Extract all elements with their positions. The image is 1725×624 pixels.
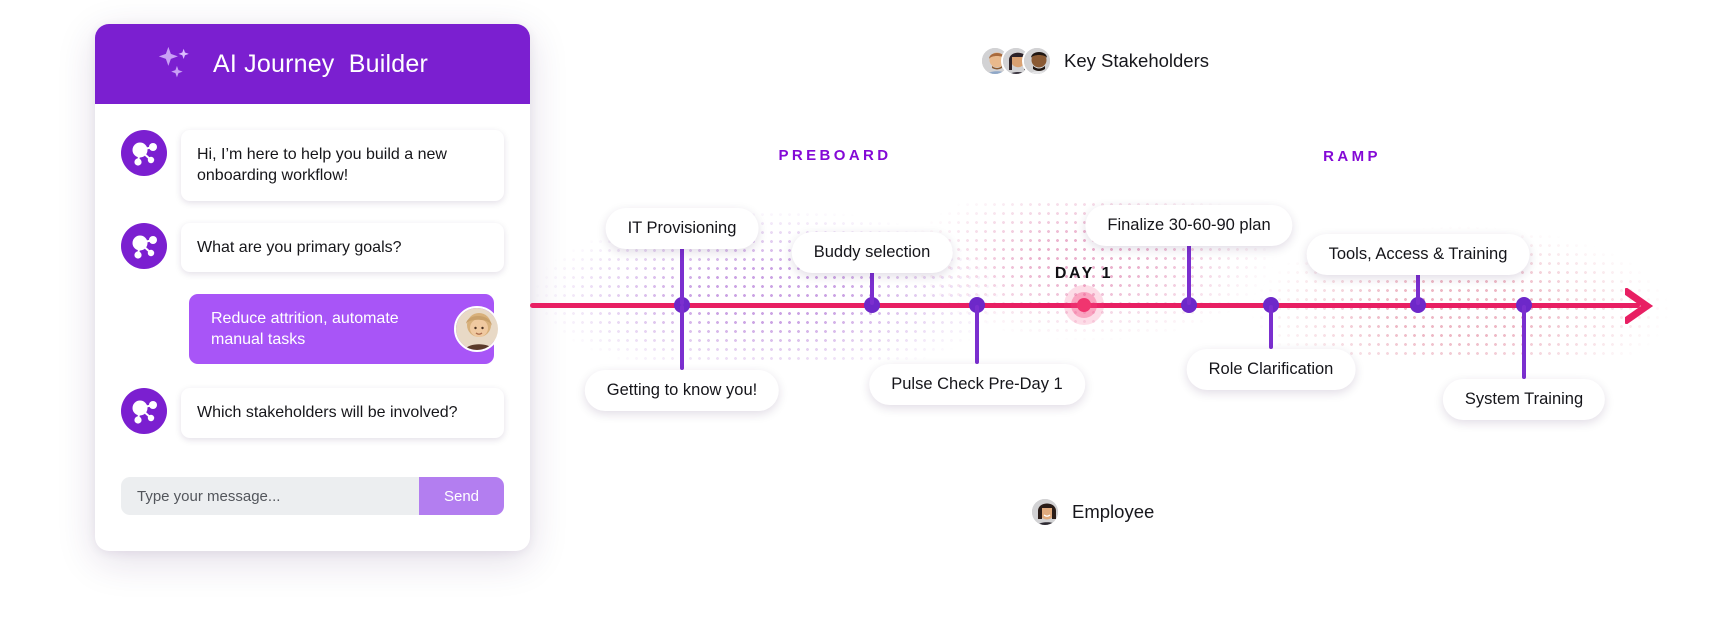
employee-label: Employee [1072,501,1155,522]
phase-label-ramp: RAMP [1323,148,1381,165]
stakeholder-avatar-stack [980,46,1052,76]
ai-journey-builder-panel: AI Journey Builder Hi, I’m here to help … [95,24,530,551]
timeline-node-label[interactable]: IT Provisioning [605,208,759,249]
timeline-node-dot[interactable] [1181,297,1197,313]
timeline-node-label[interactable]: Pulse Check Pre-Day 1 [869,364,1085,405]
timeline-connector [680,230,684,305]
avatar [1022,46,1052,76]
timeline-node-label[interactable]: Finalize 30-60-90 plan [1085,205,1293,246]
timeline-connector [1269,305,1273,349]
timeline-node-label[interactable]: Tools, Access & Training [1306,234,1530,275]
timeline-connector [1416,256,1420,305]
chat-message-bot: What are you primary goals? [121,222,504,272]
day-1-marker[interactable] [1064,285,1104,325]
chat-composer: Send [121,477,504,515]
avatar [1030,497,1060,527]
timeline-connector [1187,227,1191,305]
chat-bubble-text: Which stakeholders will be involved? [181,388,504,438]
day-1-dot [1077,298,1091,312]
timeline-node-dot[interactable] [1410,297,1426,313]
chat-message-user: Reduce attrition, automate manual tasks [121,293,504,365]
chat-bubble-text: What are you primary goals? [181,222,504,272]
chat-panel-title: AI Journey Builder [213,49,429,78]
timeline-node-label[interactable]: Buddy selection [791,232,953,273]
sparkle-icon [155,43,197,85]
chat-bubble-text: Hi, I’m here to help you build a new onb… [181,130,504,201]
message-input[interactable] [121,477,419,515]
send-button[interactable]: Send [419,477,504,515]
chat-message-list: Hi, I’m here to help you build a new onb… [95,104,530,438]
timeline-node-label[interactable]: System Training [1442,379,1606,420]
timeline-arrow-icon [1622,287,1667,329]
key-stakeholders-legend: Key Stakeholders [980,46,1209,76]
bot-avatar-icon [121,222,167,269]
bot-avatar-icon [121,388,167,435]
day-1-label: DAY 1 [1054,265,1114,282]
chat-message-bot: Hi, I’m here to help you build a new onb… [121,130,504,201]
chat-bubble-text: Reduce attrition, automate manual tasks [189,293,494,365]
bot-avatar-icon [121,130,167,176]
employee-legend: Employee [1030,497,1154,527]
timeline-node-label[interactable]: Getting to know you! [584,370,780,411]
user-avatar [454,306,500,353]
timeline-connector [1522,305,1526,379]
timeline-connector [975,305,979,364]
key-stakeholders-label: Key Stakeholders [1064,50,1210,71]
timeline-connector [870,254,874,305]
timeline-node-dot[interactable] [864,297,880,313]
chat-message-bot: Which stakeholders will be involved? [121,388,504,438]
chat-panel-header: AI Journey Builder [95,24,530,104]
timeline-connector [680,305,684,370]
timeline-node-label[interactable]: Role Clarification [1186,349,1356,390]
phase-label-preboard: PREBOARD [778,147,892,164]
